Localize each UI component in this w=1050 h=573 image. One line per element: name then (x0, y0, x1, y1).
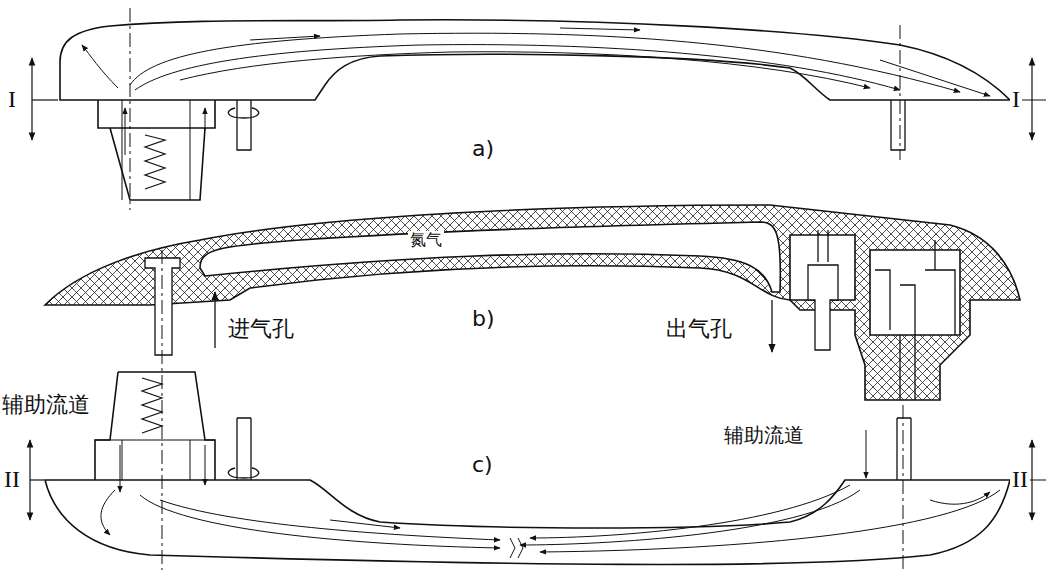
part-label: 辅助流道 (0, 392, 92, 417)
section-mark: I (6, 86, 18, 114)
section-arrow (30, 58, 1046, 520)
handle-c (45, 372, 1010, 564)
section-mark: II (2, 466, 22, 494)
part-label: 进气孔 (226, 316, 296, 341)
part-label: 辅助流道 (722, 424, 806, 447)
section-mark: I (1010, 86, 1022, 114)
subfigure-label: c) (470, 452, 495, 477)
section-mark: II (1010, 466, 1030, 494)
subfigure-label: a) (470, 136, 496, 161)
part-label: 氮气 (408, 231, 444, 249)
part-label: 出气孔 (664, 316, 734, 341)
handle-b-section (45, 205, 1020, 400)
handle-a (60, 20, 1010, 200)
centerline (130, 8, 903, 570)
subfigure-label: b) (470, 306, 497, 331)
